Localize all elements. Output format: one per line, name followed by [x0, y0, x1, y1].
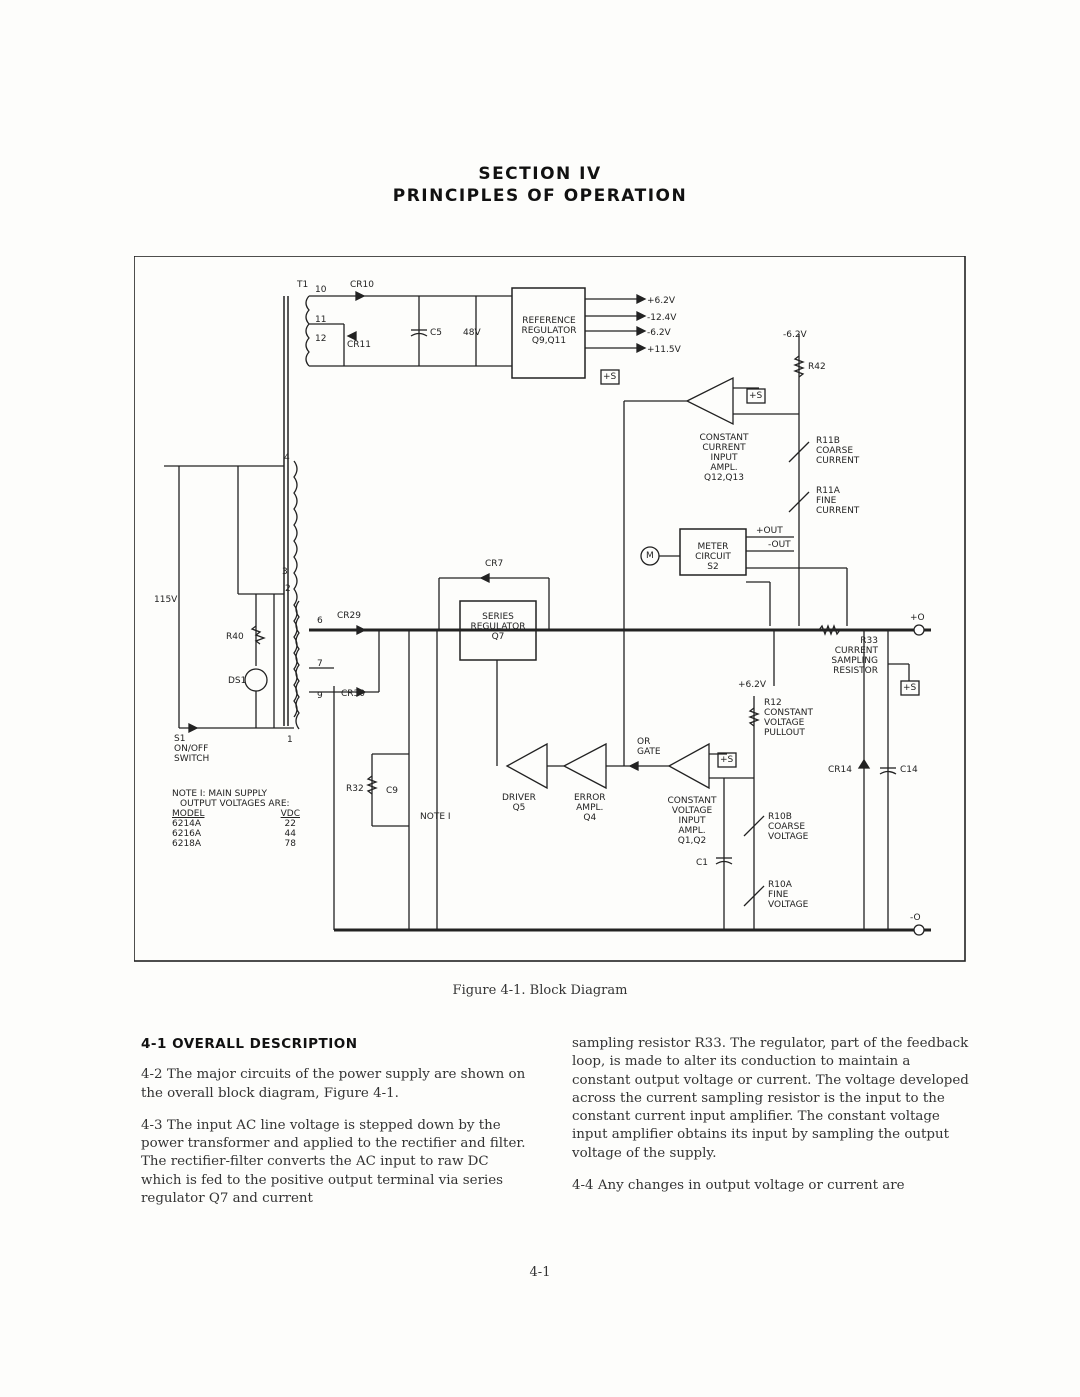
- tap-11: 11: [315, 315, 327, 325]
- plus-s-4: +S: [720, 755, 734, 765]
- plus-s-box-2: [746, 388, 766, 404]
- cr30-label: CR30: [341, 689, 365, 699]
- cr11-label: CR11: [347, 340, 371, 350]
- constant-current-amp-label: CONSTANT CURRENT INPUT AMPL. Q12,Q13: [699, 433, 749, 483]
- tap-4: 4: [284, 453, 290, 463]
- r10b-label: R10B COARSE VOLTAGE: [768, 812, 809, 842]
- plus-output-terminal: [913, 624, 925, 636]
- diagram-labels: T1 10 11 12 4 3 2 6 7 9 1 CR10 CR11 C5 4…: [134, 256, 966, 962]
- tap-9: 9: [317, 691, 323, 701]
- c5-label: C5: [430, 328, 443, 338]
- section-title: PRINCIPLES OF OPERATION: [392, 186, 688, 206]
- cr7-label: CR7: [485, 559, 504, 569]
- out-neg124: -12.4V: [647, 313, 677, 323]
- tap-3: 3: [282, 567, 288, 577]
- paragraph-4-3: 4-3 The input AC line voltage is stepped…: [141, 1117, 526, 1207]
- v115-label: 115V: [154, 595, 178, 605]
- r40-label: R40: [226, 632, 244, 642]
- paragraph-4-3-cont: sampling resistor R33. The regulator, pa…: [572, 1036, 969, 1161]
- series-regulator-box: [459, 600, 537, 661]
- driver-label: DRIVER Q5: [502, 793, 536, 813]
- note-block: NOTE I: MAIN SUPPLY OUTPUT VOLTAGES ARE:…: [172, 789, 300, 849]
- plus-s-3: +S: [903, 683, 917, 693]
- cr29-label: CR29: [337, 611, 361, 621]
- diagram-frame: [134, 256, 966, 962]
- tap-6: 6: [317, 616, 323, 626]
- pos62-label: +6.2V: [738, 680, 767, 690]
- transformer-t1: [283, 295, 310, 730]
- tap-12: 12: [315, 334, 327, 344]
- t1-label: T1: [297, 280, 309, 290]
- cr10-label: CR10: [350, 280, 374, 290]
- minus-terminal-label: -O: [910, 913, 921, 923]
- plus-s-box-4: [717, 752, 737, 768]
- r11b-label: R11B COARSE CURRENT: [816, 436, 860, 466]
- meter-symbol-label: M: [646, 551, 654, 561]
- reference-regulator-box: [511, 287, 586, 379]
- tap-2: 2: [285, 584, 291, 594]
- plus-s-box-3: [900, 680, 920, 696]
- meter-circuit-label: METER CIRCUIT S2: [695, 542, 731, 572]
- neg62-label: -6.2V: [783, 330, 807, 340]
- plus-s-box-1: [600, 369, 620, 385]
- constant-current-amp: [685, 376, 734, 426]
- tap-7: 7: [317, 659, 323, 669]
- section-subhead: 4-1 OVERALL DESCRIPTION: [141, 1036, 358, 1052]
- c9-label: C9: [386, 786, 399, 796]
- r12-label: R12 CONSTANT VOLTAGE PULLOUT: [764, 698, 813, 738]
- r32-label: R32: [346, 784, 364, 794]
- meter-circuit-box: [679, 528, 747, 576]
- tap-1: 1: [287, 735, 293, 745]
- plus-out-label: +OUT: [756, 526, 783, 536]
- constant-voltage-amp: [667, 742, 710, 790]
- plus-s-1: +S: [603, 372, 617, 382]
- plus-terminal-label: +O: [910, 613, 925, 623]
- constant-voltage-amp-label: CONSTANT VOLTAGE INPUT AMPL. Q1,Q2: [667, 796, 717, 846]
- or-gate-label: OR GATE: [637, 737, 661, 757]
- page-number: 4-1: [529, 1265, 551, 1280]
- right-column: sampling resistor R33. The regulator, pa…: [572, 1035, 972, 1209]
- c14-label: C14: [900, 765, 918, 775]
- section-number: SECTION IV: [478, 164, 602, 184]
- c1-label: C1: [696, 858, 709, 868]
- series-regulator-label: SERIES REGULATOR Q7: [470, 612, 526, 642]
- block-diagram: [134, 256, 966, 962]
- r11a-label: R11A FINE CURRENT: [816, 486, 860, 516]
- error-amp-label: ERROR AMPL. Q4: [574, 793, 606, 823]
- note1-label: NOTE I: [420, 812, 451, 822]
- r10a-label: R10A FINE VOLTAGE: [768, 880, 809, 910]
- out-pos62: +6.2V: [647, 296, 676, 306]
- tap-10: 10: [315, 285, 327, 295]
- ds1-label: DS1: [228, 676, 247, 686]
- left-column: 4-1 OVERALL DESCRIPTION 4-2 The major ci…: [141, 1035, 531, 1222]
- plus-s-2: +S: [749, 391, 763, 401]
- minus-output-terminal: [913, 924, 925, 936]
- paragraph-4-4: 4-4 Any changes in output voltage or cur…: [572, 1178, 905, 1194]
- switch-label: S1 ON/OFF SWITCH: [174, 734, 210, 764]
- minus-out-label: -OUT: [768, 540, 791, 550]
- r33-label: R33 CURRENT SAMPLING RESISTOR: [831, 636, 878, 676]
- v48-label: 48V: [463, 328, 481, 338]
- paragraph-4-2: 4-2 The major circuits of the power supp…: [141, 1067, 526, 1101]
- r42-label: R42: [808, 362, 826, 372]
- out-pos115: +11.5V: [647, 345, 681, 355]
- reference-regulator-label: REFERENCE REGULATOR Q9,Q11: [521, 316, 577, 346]
- cr14-label: CR14: [828, 765, 852, 775]
- figure-caption: Figure 4-1. Block Diagram: [452, 983, 628, 998]
- out-neg62: -6.2V: [647, 328, 671, 338]
